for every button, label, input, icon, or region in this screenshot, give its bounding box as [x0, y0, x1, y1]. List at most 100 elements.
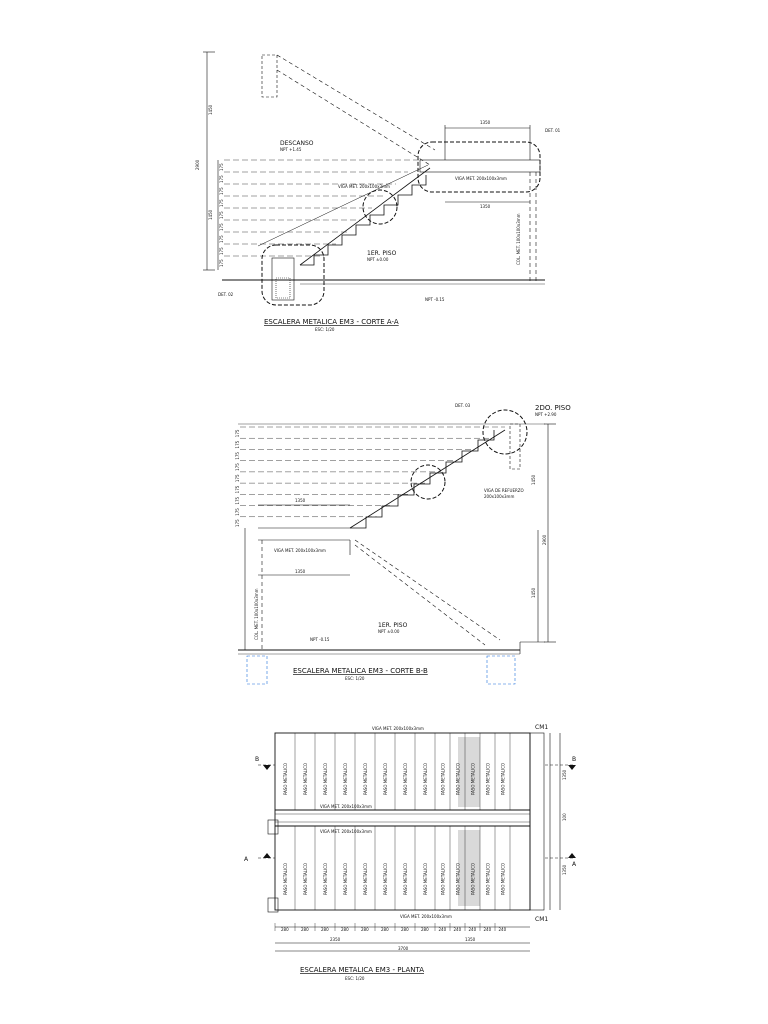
- riser-mark-bb: 175: [235, 429, 240, 437]
- descanso-level: NPT +1.45: [280, 147, 302, 152]
- detail-tag-aa: DET. 01: [545, 128, 561, 133]
- landing-beam-aa: [419, 159, 541, 173]
- plan-treads: PASO METALICO PASO METALICO PASO METALICO P…: [283, 733, 511, 910]
- tread-label-lower: PASO METALICO: [383, 863, 388, 895]
- cut-letter-b-right: B: [572, 756, 576, 763]
- tread-label-lower: PASO METALICO: [283, 863, 288, 895]
- scale-section-bb: ESC: 1/20: [345, 676, 365, 681]
- section-cut-markers: [263, 765, 576, 858]
- dim-right-3: 1350: [562, 864, 567, 875]
- cut-letter-a-right: A: [572, 861, 577, 868]
- cut-arrow-b-right: [568, 765, 576, 770]
- tread-label-lower: PASO METALICO: [441, 863, 446, 895]
- tread-label-upper: PASO METALICO: [303, 763, 308, 795]
- second-floor-label: 2DO. PISO: [535, 404, 571, 412]
- cut-letter-a-left: A: [244, 856, 249, 863]
- riser-mark-aa: 175: [219, 199, 224, 207]
- riser-mark-bb: 175: [235, 474, 240, 482]
- upper-beam-bb: [509, 423, 521, 470]
- title-section-bb: ESCALERA METALICA EM3 - CORTE B-B: [293, 667, 428, 675]
- stair-steps-aa: [300, 175, 427, 266]
- plan-bottom-dim: 280: [321, 927, 329, 932]
- riser-mark-bb: 175: [235, 496, 240, 504]
- tread-label-lower: PASO METALICO: [303, 863, 308, 895]
- side-label-aa: DET. 02: [218, 292, 234, 297]
- beam-label-bb: VIGA MET. 200x100x3mm: [274, 548, 326, 553]
- dim-lower-aa: 1450: [208, 209, 213, 220]
- tread-label-upper: PASO METALICO: [323, 763, 328, 795]
- riser-mark-bb: 175: [235, 508, 240, 516]
- plan-bottom-dim: 280: [301, 927, 309, 932]
- tread-label-upper: PASO METALICO: [456, 763, 461, 795]
- riser-mark-bb: 175: [235, 452, 240, 460]
- beam-label-aa-2: VIGA MET. 200x100x3mm: [338, 184, 390, 189]
- first-floor-label-bb: 1ER. PISO: [378, 622, 408, 629]
- riser-mark-bb: 175: [235, 485, 240, 493]
- riser-mark-aa: 175: [219, 163, 224, 171]
- plan-beam-label-2: VIGA MET. 200x100x3mm: [320, 804, 372, 809]
- plan-right-beam: [529, 732, 545, 911]
- handrail-lower-aa: [276, 69, 431, 166]
- dim-upper-aa: 1450: [208, 104, 213, 115]
- tread-label-lower: PASO METALICO: [403, 863, 408, 895]
- riser-mark-aa: 175: [219, 211, 224, 219]
- first-floor-label-aa: 1ER. PISO: [367, 250, 397, 257]
- tread-label-upper: PASO METALICO: [383, 763, 388, 795]
- tread-label-lower: PASO METALICO: [343, 863, 348, 895]
- first-floor-level-aa: NPT ±0.00: [367, 257, 389, 262]
- dim-right-2: 100: [562, 813, 567, 821]
- riser-mark-aa: 175: [219, 247, 224, 255]
- first-floor-level-bb: NPT ±0.00: [378, 629, 400, 634]
- riser-mark-bb: 175: [235, 440, 240, 448]
- tread-label-lower: PASO METALICO: [456, 863, 461, 895]
- tread-label-lower: PASO METALICO: [486, 863, 491, 895]
- tread-label-upper: PASO METALICO: [423, 763, 428, 795]
- tread-label-upper: PASO METALICO: [486, 763, 491, 795]
- dim-upper-bb: 1450: [531, 474, 536, 485]
- column-label-aa: COL. MET. 100x100x3mm: [516, 213, 521, 265]
- plan-view: [258, 732, 575, 952]
- detail-bubble-step: [362, 189, 398, 225]
- riser-mark-aa: 175: [219, 235, 224, 243]
- plan-bottom-dim: 240: [484, 927, 492, 932]
- detail-bubble-landing: [417, 141, 541, 193]
- riser-mark-bb: 175: [235, 519, 240, 527]
- beam-label-aa-1: VIGA MET. 200x100x3mm: [455, 176, 507, 181]
- detail-bubble-top-bb: [482, 409, 528, 455]
- dim-top-aa: 1350: [480, 120, 491, 125]
- stair-steps-bb: [350, 430, 495, 529]
- dim-lower-bb: 1450: [531, 587, 536, 598]
- riser-mark-aa: 175: [219, 175, 224, 183]
- detail-bubble-step-bb: [410, 464, 446, 500]
- plan-bottom-dim: 240: [454, 927, 462, 932]
- cut-arrow-b-left: [263, 765, 271, 770]
- title-plan: ESCALERA METALICA EM3 - PLANTA: [300, 966, 424, 974]
- upper-slab-aa: [261, 54, 278, 98]
- plan-bottom-dim: 280: [361, 927, 369, 932]
- bearing-label-bb-1: VIGA DE REFUERZO: [484, 488, 524, 493]
- plan-bottom-dim: 240: [499, 927, 507, 932]
- section-bb: [238, 409, 556, 685]
- dim-landing-bottom-bb: 1350: [295, 569, 306, 574]
- dim-right-1: 1350: [562, 769, 567, 780]
- plan-bottom-dim: 280: [381, 927, 389, 932]
- tread-label-lower: PASO METALICO: [471, 863, 476, 895]
- tread-label-upper: PASO METALICO: [343, 763, 348, 795]
- dim-total-height-aa: 2900: [195, 159, 200, 170]
- dim-total-left: 2350: [330, 937, 341, 942]
- detail-bubble-base: [261, 244, 325, 306]
- tread-label-upper: PASO METALICO: [441, 763, 446, 795]
- plan-beam-label-4: VIGA MET. 200x100x3mm: [400, 914, 452, 919]
- dim-bottom-aa: 1350: [480, 204, 491, 209]
- level-bottom-bb: NPT -0.15: [310, 637, 330, 642]
- tread-label-upper: PASO METALICO: [471, 763, 476, 795]
- tread-label-upper: PASO METALICO: [403, 763, 408, 795]
- footing-right-bb: [486, 655, 516, 685]
- column-tag-bottom: CM1: [535, 916, 548, 923]
- level-bottom-aa: NPT -0.15: [425, 297, 445, 302]
- riser-mark-aa: 175: [219, 259, 224, 267]
- plan-bottom-dim: 280: [401, 927, 409, 932]
- cut-arrow-a-left: [263, 853, 271, 858]
